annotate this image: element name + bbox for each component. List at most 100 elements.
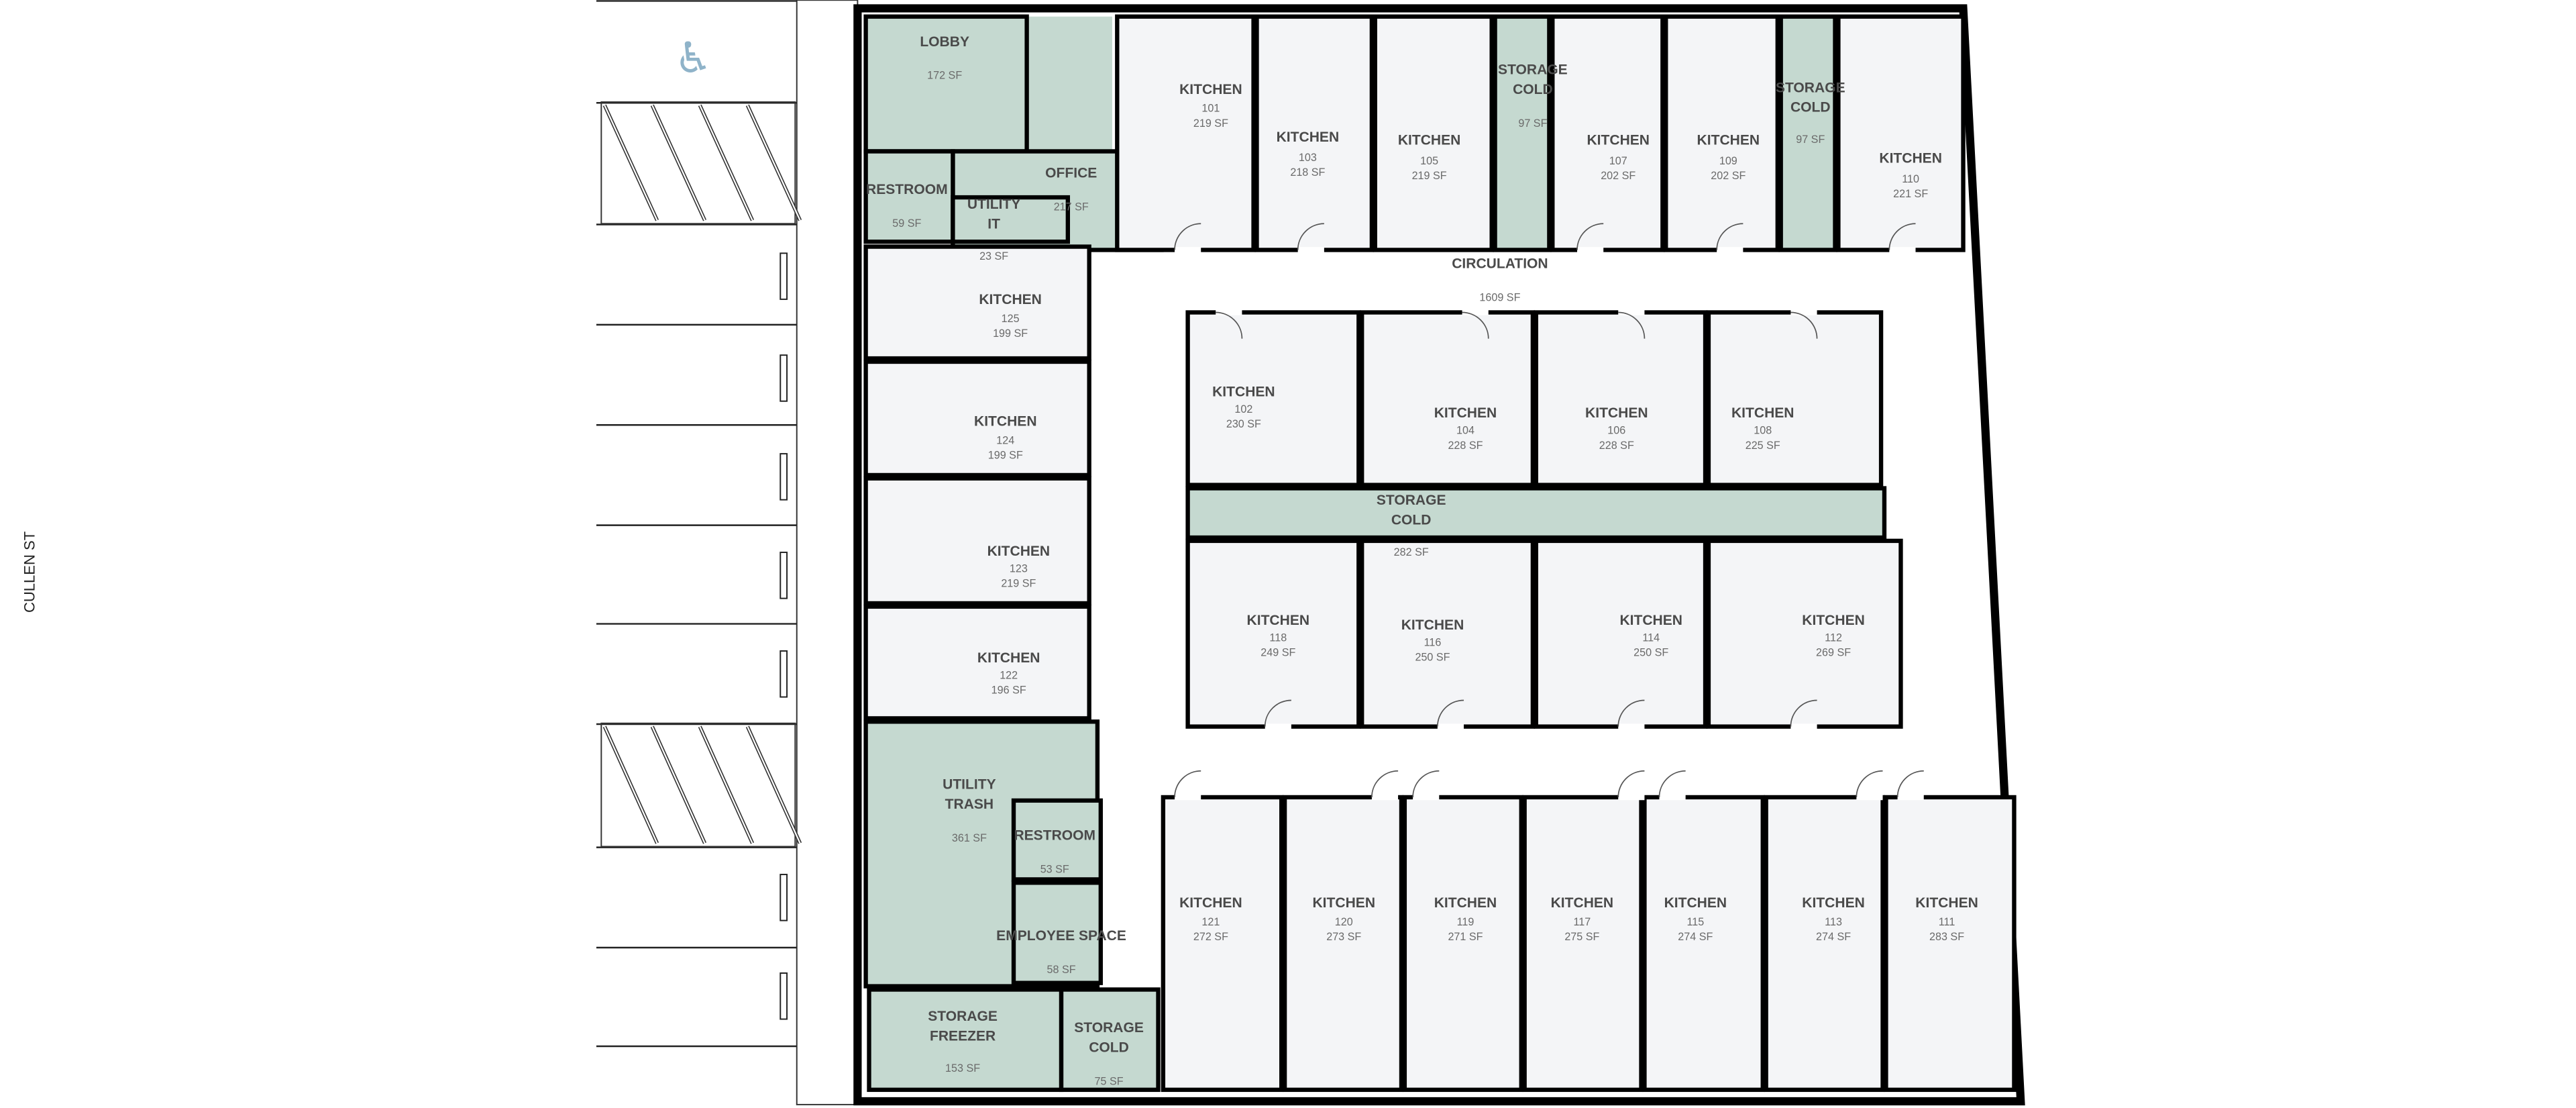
room-kitchen[interactable] xyxy=(1161,795,1284,1093)
room-restroom[interactable] xyxy=(1011,798,1103,882)
room-kitchen[interactable] xyxy=(1642,795,1765,1093)
wheel-stop xyxy=(780,453,788,501)
room-lobby[interactable] xyxy=(863,14,1029,154)
room-kitchen[interactable] xyxy=(1360,310,1536,487)
room-area: 249 SF xyxy=(1260,646,1295,658)
room-name: KITCHEN xyxy=(1587,133,1650,148)
room-kitchen[interactable] xyxy=(1764,795,1885,1093)
room-name: STORAGE xyxy=(1776,80,1845,95)
room-kitchen[interactable] xyxy=(1522,795,1644,1093)
room-kitchen[interactable] xyxy=(1282,795,1404,1093)
room-storage-cold[interactable] xyxy=(1185,486,1887,540)
room-area: 274 SF xyxy=(1678,931,1713,943)
room-storage-cold[interactable] xyxy=(1493,14,1552,252)
room-number: 101 xyxy=(1201,103,1220,115)
room-area: 269 SF xyxy=(1816,646,1851,658)
room-name: KITCHEN xyxy=(1915,895,1978,911)
room-kitchen[interactable] xyxy=(863,359,1091,478)
door-swing xyxy=(1412,770,1440,797)
hatched-access-aisle xyxy=(600,101,802,225)
door-swing xyxy=(1617,770,1645,797)
room-name: KITCHEN xyxy=(1277,130,1340,145)
room-kitchen[interactable] xyxy=(1254,14,1375,252)
street-label: CULLEN ST xyxy=(21,532,38,613)
door-swing xyxy=(1888,223,1916,250)
room-name: KITCHEN xyxy=(974,413,1037,429)
room-storage-cold[interactable] xyxy=(1059,987,1161,1093)
room-area: 361 SF xyxy=(952,832,987,844)
door-swing xyxy=(1790,699,1817,727)
room-name: KITCHEN xyxy=(1179,82,1242,97)
room-employee-space[interactable] xyxy=(1011,880,1103,985)
room-restroom[interactable] xyxy=(863,149,955,244)
room-kitchen[interactable] xyxy=(1373,14,1494,252)
room-kitchen[interactable] xyxy=(863,476,1091,606)
room-number: 124 xyxy=(996,434,1014,446)
room-storage-cold[interactable] xyxy=(1778,14,1837,252)
room-area: 219 SF xyxy=(1193,117,1228,130)
room-kitchen[interactable] xyxy=(1115,14,1256,252)
room-area: 58 SF xyxy=(1046,964,1075,976)
room-storage-freezer[interactable] xyxy=(867,987,1064,1093)
room-kitchen[interactable] xyxy=(1402,795,1523,1093)
room-kitchen[interactable] xyxy=(1185,538,1361,729)
room-area: 1609 SF xyxy=(1479,291,1520,303)
room-kitchen[interactable] xyxy=(863,604,1091,721)
room-name: RESTROOM xyxy=(1014,828,1095,844)
room-number: 109 xyxy=(1719,155,1737,167)
room-name: UTILITY xyxy=(943,777,996,793)
room-name: KITCHEN xyxy=(987,544,1051,559)
room-name: KITCHEN xyxy=(1247,613,1310,628)
door-swing xyxy=(1790,311,1818,339)
room-kitchen[interactable] xyxy=(1360,538,1536,729)
room-number: 117 xyxy=(1573,916,1591,928)
room-number: 112 xyxy=(1825,632,1842,644)
room-area: 97 SF xyxy=(1518,117,1547,130)
room-area: 275 SF xyxy=(1564,931,1599,943)
room-name: FREEZER xyxy=(930,1028,996,1044)
room-name: LOBBY xyxy=(920,34,969,50)
door-swing xyxy=(1856,770,1883,797)
room-area: 219 SF xyxy=(1412,170,1447,182)
room-utility-it[interactable] xyxy=(951,195,1071,244)
room-name: COLD xyxy=(1790,100,1831,115)
wheel-stop xyxy=(780,874,788,921)
room-number: 111 xyxy=(1939,916,1955,928)
room-number: 102 xyxy=(1234,403,1252,415)
room-name: KITCHEN xyxy=(1664,895,1727,911)
room-name: KITCHEN xyxy=(1434,405,1497,421)
room-name: UTILITY xyxy=(967,197,1021,212)
room-kitchen[interactable] xyxy=(1185,310,1361,487)
room-kitchen[interactable] xyxy=(1550,14,1665,252)
wheel-stop xyxy=(780,650,788,698)
room-number: 110 xyxy=(1902,173,1919,185)
room-kitchen[interactable] xyxy=(1664,14,1780,252)
room-area: 199 SF xyxy=(988,449,1023,461)
room-name: KITCHEN xyxy=(1731,405,1794,421)
room-kitchen[interactable] xyxy=(1534,310,1708,487)
room-number: 125 xyxy=(1002,313,1020,325)
door-swing xyxy=(1618,311,1646,339)
room-kitchen[interactable] xyxy=(1706,310,1884,487)
room-kitchen[interactable] xyxy=(1706,538,1903,729)
door-swing xyxy=(1174,223,1201,250)
room-name: OFFICE xyxy=(1045,166,1097,181)
room-name: RESTROOM xyxy=(866,182,948,197)
room-kitchen[interactable] xyxy=(863,244,1091,361)
door-swing xyxy=(1297,223,1324,250)
room-number: 119 xyxy=(1457,916,1474,928)
room-area: 274 SF xyxy=(1816,931,1851,943)
room-number: 122 xyxy=(1000,670,1018,682)
room-number: 105 xyxy=(1420,155,1438,167)
room-kitchen[interactable] xyxy=(1884,795,2017,1093)
room-name: STORAGE xyxy=(1074,1020,1144,1036)
room-area: 97 SF xyxy=(1796,134,1825,146)
room-kitchen[interactable] xyxy=(1836,14,1966,252)
door-swing xyxy=(1462,311,1489,339)
room-number: 108 xyxy=(1754,425,1772,437)
wheel-stop xyxy=(780,252,788,300)
door-swing xyxy=(1658,770,1686,797)
room-kitchen[interactable] xyxy=(1534,538,1708,729)
